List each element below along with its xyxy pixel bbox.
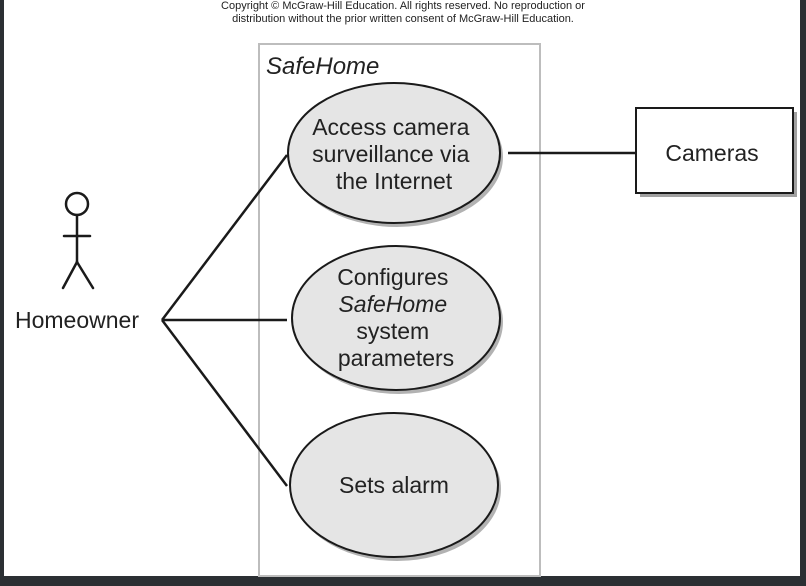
svg-text:Sets alarm: Sets alarm bbox=[339, 472, 449, 498]
association-line-alarm bbox=[161, 319, 288, 487]
homeowner-actor bbox=[61, 191, 95, 290]
svg-text:Configures SafeHome: Configures SafeHome system parameters bbox=[337, 264, 455, 371]
cameras-actor: Cameras bbox=[635, 107, 797, 197]
use-case-access-line-2: surveillance via bbox=[312, 141, 469, 167]
use-case-configure-line-3: system bbox=[356, 318, 429, 344]
svg-text:Access camera surveillan: Access camera surveillance via the Inter… bbox=[312, 114, 476, 194]
use-case-access-line-3: the Internet bbox=[336, 168, 453, 194]
use-case-access-line-1: Access camera bbox=[312, 114, 469, 140]
use-case-configure-parameters: Configures SafeHome system parameters bbox=[291, 245, 503, 394]
cameras-label: Cameras bbox=[665, 140, 758, 166]
use-case-sets-alarm: Sets alarm bbox=[289, 412, 501, 561]
copyright-notice: Copyright © McGraw-Hill Education. All r… bbox=[0, 0, 806, 26]
use-case-configure-line-2: SafeHome bbox=[338, 291, 447, 317]
association-line-access bbox=[161, 154, 288, 321]
use-case-alarm-line-1: Sets alarm bbox=[339, 472, 449, 498]
use-case-configure-line-4: parameters bbox=[338, 345, 454, 371]
homeowner-label: Homeowner bbox=[15, 307, 139, 333]
use-case-access-camera: Access camera surveillance via the Inter… bbox=[287, 82, 503, 227]
use-case-configure-line-1: Configures bbox=[337, 264, 448, 290]
copyright-line-1: Copyright © McGraw-Hill Education. All r… bbox=[221, 0, 585, 12]
actor-head-icon bbox=[64, 191, 90, 217]
system-boundary bbox=[258, 43, 541, 577]
system-title: SafeHome bbox=[266, 53, 379, 80]
copyright-line-2: distribution without the prior written c… bbox=[232, 13, 574, 25]
